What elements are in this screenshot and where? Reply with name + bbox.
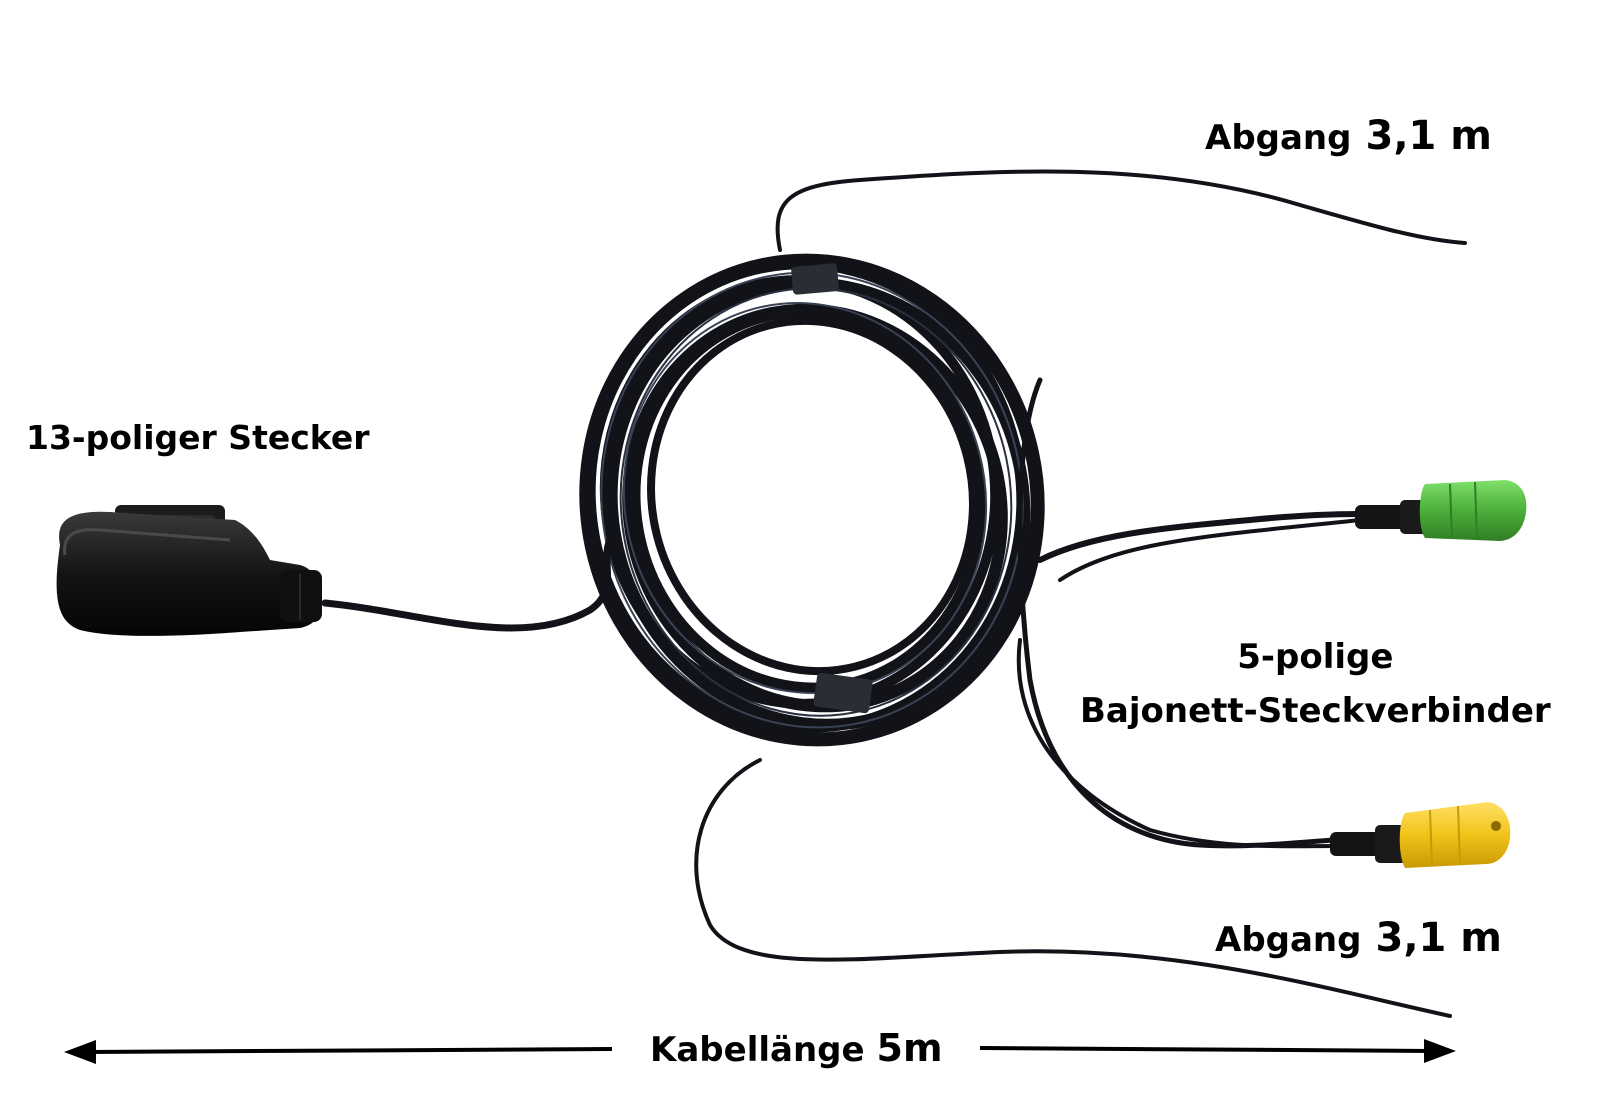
green-bayonet-connector (1355, 480, 1527, 541)
bajonett-line1: 5-polige (1237, 637, 1394, 677)
bajonett-label: 5-polige Bajonett-Steckverbinder (1080, 630, 1551, 739)
yellow-bayonet-connector (1330, 802, 1511, 868)
abgang-top-text: Abgang (1205, 118, 1352, 158)
kabel-length-value: 5m (876, 1026, 943, 1070)
abgang-top-label: Abgang 3,1 m (1205, 116, 1492, 156)
abgang-bottom-label: Abgang 3,1 m (1215, 918, 1502, 958)
abgang-top-value: 3,1 m (1365, 113, 1492, 159)
length-arrow (64, 1039, 1456, 1064)
kabel-length-label: Kabellänge 5m (640, 1029, 953, 1067)
tape-wrap-bottom (813, 672, 873, 714)
arrow-head-left (64, 1040, 96, 1064)
abgang-wire-bottom (694, 758, 1452, 1018)
plug-13-pin (56, 505, 323, 636)
yellow-connector-wire-2 (1016, 638, 1337, 849)
abgang-bottom-value: 3,1 m (1375, 915, 1502, 961)
bajonett-line2: Bajonett-Steckverbinder (1080, 691, 1551, 732)
main-cable (321, 536, 614, 632)
tape-wrap-top (791, 263, 839, 295)
kabel-length-text: Kabellänge (650, 1030, 865, 1070)
green-connector-wire (1037, 511, 1363, 563)
cable-coil (579, 253, 1045, 747)
abgang-bottom-text: Abgang (1215, 920, 1362, 960)
stecker-label: 13-poliger Stecker (26, 418, 370, 457)
green-connector-wire-2 (1058, 518, 1362, 582)
arrow-head-right (1424, 1039, 1456, 1063)
abgang-wire-top (775, 169, 1467, 252)
